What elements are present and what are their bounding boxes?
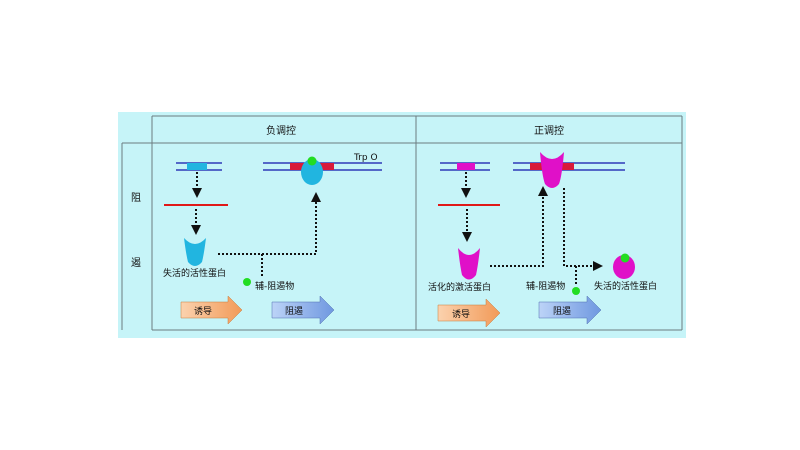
released-protein-shape: [613, 255, 635, 279]
negative-repression-arrow: [271, 295, 335, 325]
table-grid: [121, 115, 683, 331]
negative-binding-path: [218, 192, 321, 255]
positive-induction-arrow: [437, 298, 501, 328]
positive-corepressor-icon: [572, 287, 580, 295]
release-path: [563, 188, 603, 271]
positive-inactive-protein-label: 失活的活性蛋白: [594, 280, 657, 292]
row-label-char-1: 阻: [131, 192, 141, 204]
positive-regulator-gene-dna: [440, 162, 490, 171]
positive-repression-label: 阻遏: [553, 306, 571, 317]
positive-repression-arrow: [538, 295, 602, 325]
negative-induction-arrow: [180, 295, 243, 325]
negative-corepressor-label: 辅-阻遏物: [255, 280, 294, 292]
released-corepressor-icon: [620, 253, 630, 263]
bound-corepressor-icon: [307, 156, 317, 166]
negative-regulator-gene-dna: [176, 162, 222, 171]
bound-activator-shape: [540, 152, 564, 188]
negative-inactive-protein-label: 失活的活性蛋白: [163, 267, 226, 279]
header-positive-control: 正调控: [534, 124, 564, 137]
negative-induction-label: 诱导: [194, 305, 212, 317]
row-label-char-2: 遏: [131, 256, 141, 269]
positive-induction-label: 诱导: [452, 308, 470, 320]
positive-binding-path: [490, 186, 548, 267]
positive-activated-protein-label: 活化的激活蛋白: [428, 281, 491, 293]
activator-protein-shape: [458, 248, 480, 280]
operator-label: Trp O: [353, 153, 378, 163]
negative-corepressor-icon: [243, 278, 251, 286]
inactive-repressor-shape: [184, 238, 206, 266]
negative-repression-label: 阻遏: [285, 306, 303, 317]
header-negative-control: 负调控: [266, 124, 296, 137]
positive-corepressor-label: 辅-阻遏物: [526, 280, 565, 292]
active-repressor-shape: [301, 159, 323, 185]
